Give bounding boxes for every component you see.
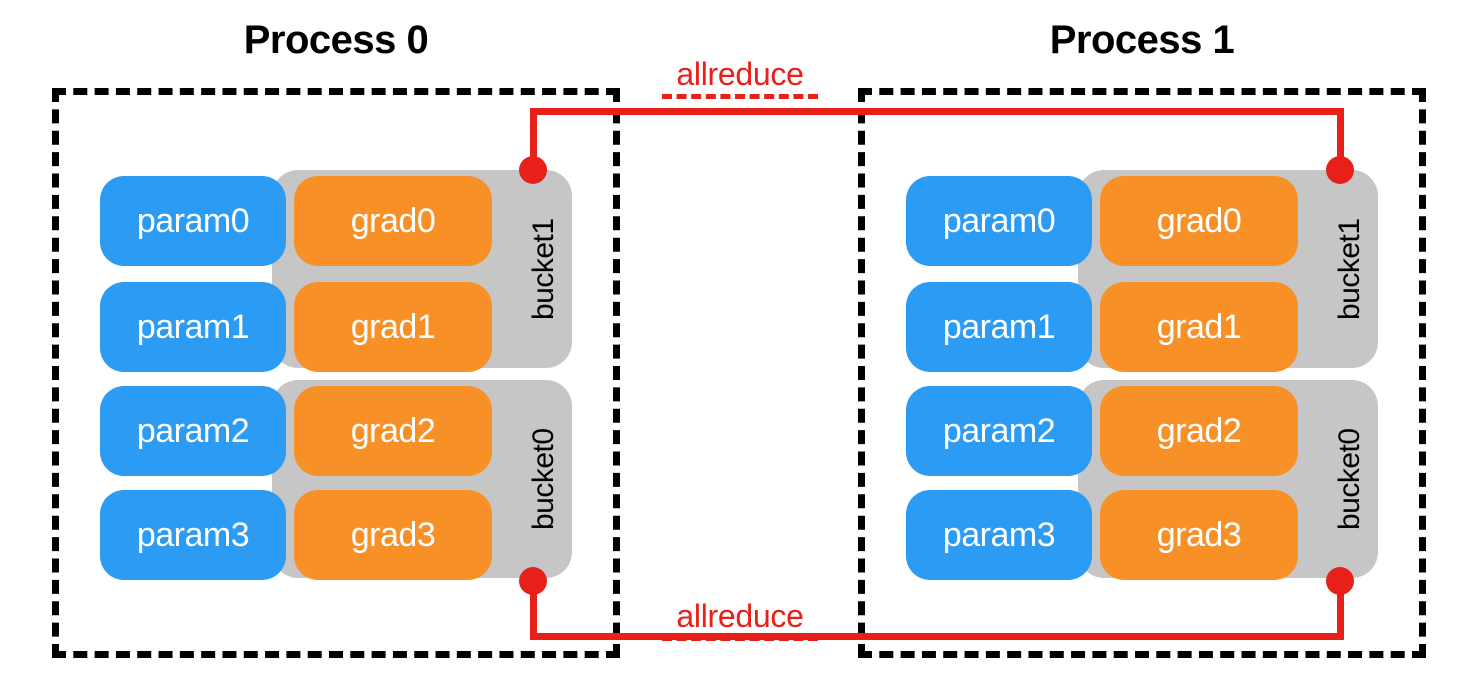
process-0-frame <box>52 88 620 658</box>
allreduce-top-wire-left-vertical <box>530 108 537 172</box>
process-1-param1: param1 <box>906 282 1092 372</box>
process-0-grad2: grad2 <box>294 386 492 476</box>
process-1-grad2: grad2 <box>1100 386 1298 476</box>
process-0-param3: param3 <box>100 490 286 580</box>
process-0-title: Process 0 <box>243 18 429 62</box>
process-1-param2: param2 <box>906 386 1092 476</box>
process-1-grad1: grad1 <box>1100 282 1298 372</box>
allreduce-top-endpoint-left <box>519 156 547 184</box>
allreduce-top-endpoint-right <box>1326 156 1354 184</box>
process-0-param2: param2 <box>100 386 286 476</box>
process-1-grad3: grad3 <box>1100 490 1298 580</box>
allreduce-top-label: allreduce <box>662 56 818 99</box>
process-1-param0: param0 <box>906 176 1092 266</box>
process-0-grad0: grad0 <box>294 176 492 266</box>
process-0-param0: param0 <box>100 176 286 266</box>
allreduce-bottom-endpoint-right <box>1326 567 1354 595</box>
process-1-title: Process 1 <box>1049 18 1235 62</box>
allreduce-bottom-label: allreduce <box>662 598 818 641</box>
process-1-param3: param3 <box>906 490 1092 580</box>
process-1-grad0: grad0 <box>1100 176 1298 266</box>
allreduce-bottom-endpoint-left <box>519 567 547 595</box>
process-0-param1: param1 <box>100 282 286 372</box>
process-0-bucket1-label: bucket1 <box>527 218 560 320</box>
allreduce-bottom-wire-right-vertical <box>1337 584 1344 640</box>
process-1-frame <box>858 88 1426 658</box>
process-0-grad1: grad1 <box>294 282 492 372</box>
process-1-bucket1-label: bucket1 <box>1333 218 1366 320</box>
allreduce-top-wire-horizontal <box>530 108 1344 115</box>
allreduce-bottom-wire-left-vertical <box>530 584 537 640</box>
allreduce-bottom-wire-horizontal <box>530 633 1344 640</box>
allreduce-top-wire-right-vertical <box>1337 108 1344 172</box>
process-1-bucket0-label: bucket0 <box>1333 428 1366 530</box>
process-0-grad3: grad3 <box>294 490 492 580</box>
process-0-bucket0-label: bucket0 <box>527 428 560 530</box>
